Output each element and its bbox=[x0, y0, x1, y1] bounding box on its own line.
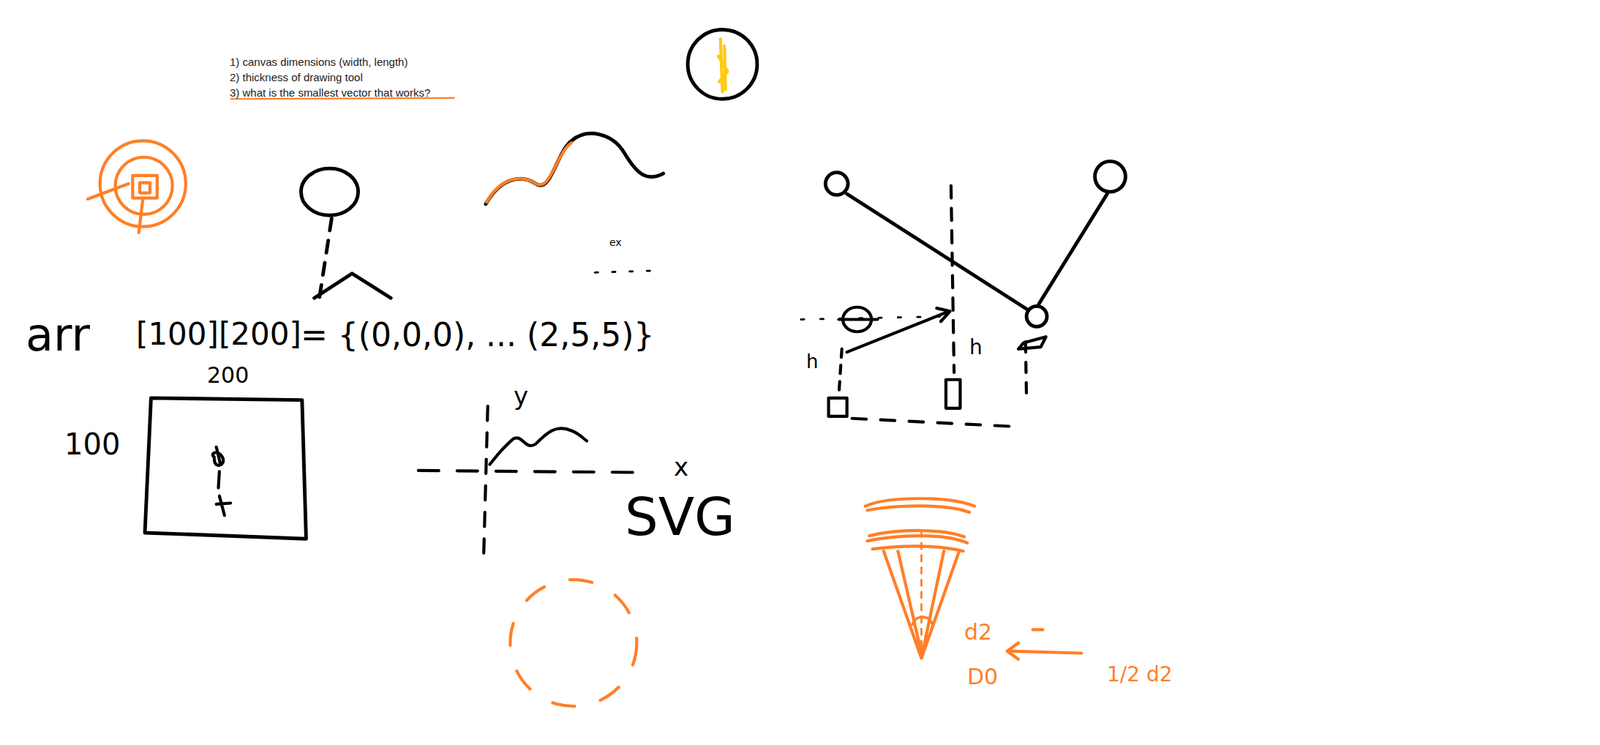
note-line: 3) what is the smallest vector that work… bbox=[229, 87, 431, 99]
small-note: ex bbox=[609, 237, 622, 249]
handwritten-text: SVG bbox=[624, 489, 736, 546]
dimension-label: 200 bbox=[207, 363, 249, 388]
note-line: 1) canvas dimensions (width, length) bbox=[229, 56, 408, 69]
angle-label: D0 bbox=[967, 665, 998, 689]
axis-label: y bbox=[513, 383, 529, 410]
axis-label: x bbox=[673, 454, 689, 481]
note-line: 2) thickness of drawing tool bbox=[229, 71, 363, 84]
height-label: h bbox=[806, 351, 818, 372]
array-size: [100][200] bbox=[136, 318, 302, 351]
array-values: = {(0,0,0), ... (2,5,5)} bbox=[300, 318, 655, 352]
handwritten-text: arr bbox=[25, 310, 90, 359]
angle-label: d2 bbox=[964, 620, 993, 644]
height-label: h bbox=[969, 336, 983, 358]
formula-label: 1/2 d2 bbox=[1106, 663, 1173, 685]
dimension-label: 100 bbox=[64, 428, 120, 460]
